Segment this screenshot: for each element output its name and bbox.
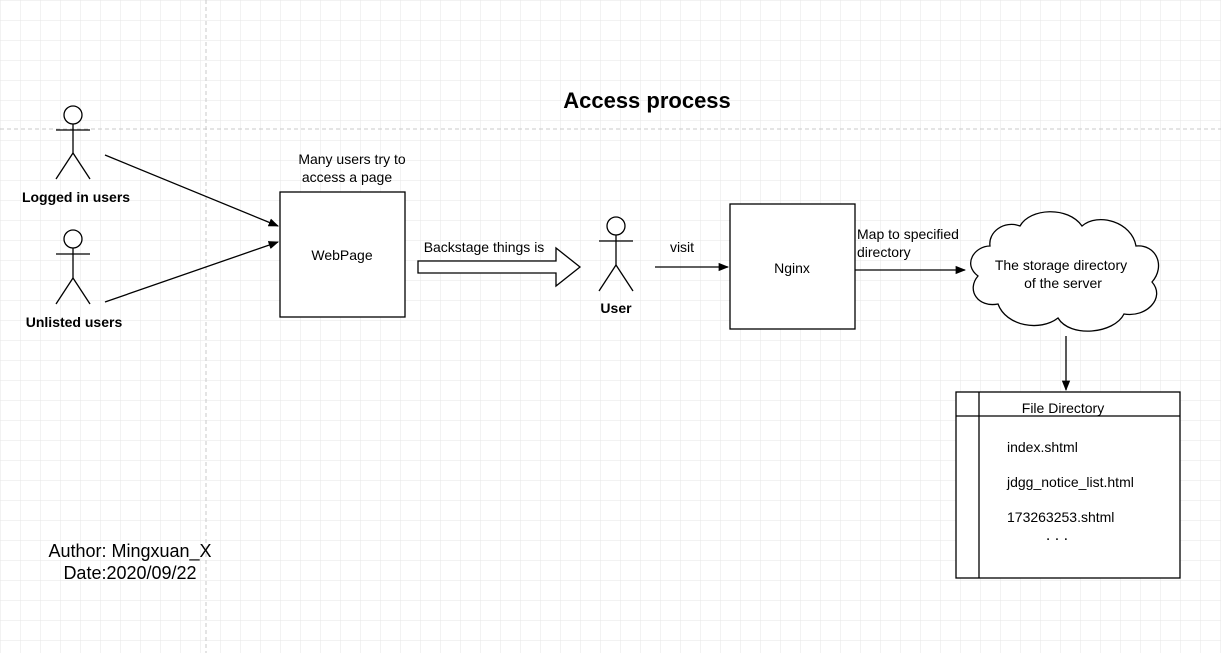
storage-cloud[interactable]: [970, 211, 1160, 332]
file-item-1: index.shtml: [1007, 439, 1078, 455]
actor-user[interactable]: [598, 216, 634, 292]
nginx-box[interactable]: [729, 203, 856, 330]
file-directory-header: File Directory: [1022, 400, 1104, 416]
file-item-2: jdgg_notice_list.html: [1006, 474, 1134, 490]
edge-logged-in-to-webpage: [104, 154, 279, 227]
actor-unlisted-users[interactable]: [55, 229, 91, 305]
file-directory-table[interactable]: [955, 391, 1181, 579]
backstage-block-arrow: [417, 246, 582, 288]
storage-label-line2: of the server: [1024, 275, 1102, 291]
diagram-title: Access process: [563, 88, 731, 113]
webpage-label: WebPage: [311, 247, 372, 263]
nginx-label: Nginx: [774, 260, 810, 276]
actor-logged-in-users[interactable]: [55, 105, 91, 180]
backstage-label: Backstage things is: [424, 239, 545, 255]
webpage-box[interactable]: [279, 191, 406, 318]
file-item-more: . . .: [1046, 527, 1068, 544]
map-label-line1: Map to specified: [857, 226, 959, 242]
visit-label: visit: [670, 239, 694, 255]
webpage-note-line1: Many users try to: [298, 151, 406, 167]
actor-unlisted-label: Unlisted users: [26, 314, 123, 330]
date-label: Date:2020/09/22: [63, 563, 196, 583]
actor-logged-in-label: Logged in users: [22, 189, 130, 205]
author-label: Author: Mingxuan_X: [48, 541, 211, 562]
map-label-line2: directory: [857, 244, 911, 260]
edge-unlisted-to-webpage: [104, 241, 279, 303]
webpage-note-line2: access a page: [302, 169, 392, 185]
file-item-3: 173263253.shtml: [1007, 509, 1114, 525]
storage-label-line1: The storage directory: [995, 257, 1127, 273]
actor-user-label: User: [600, 300, 632, 316]
